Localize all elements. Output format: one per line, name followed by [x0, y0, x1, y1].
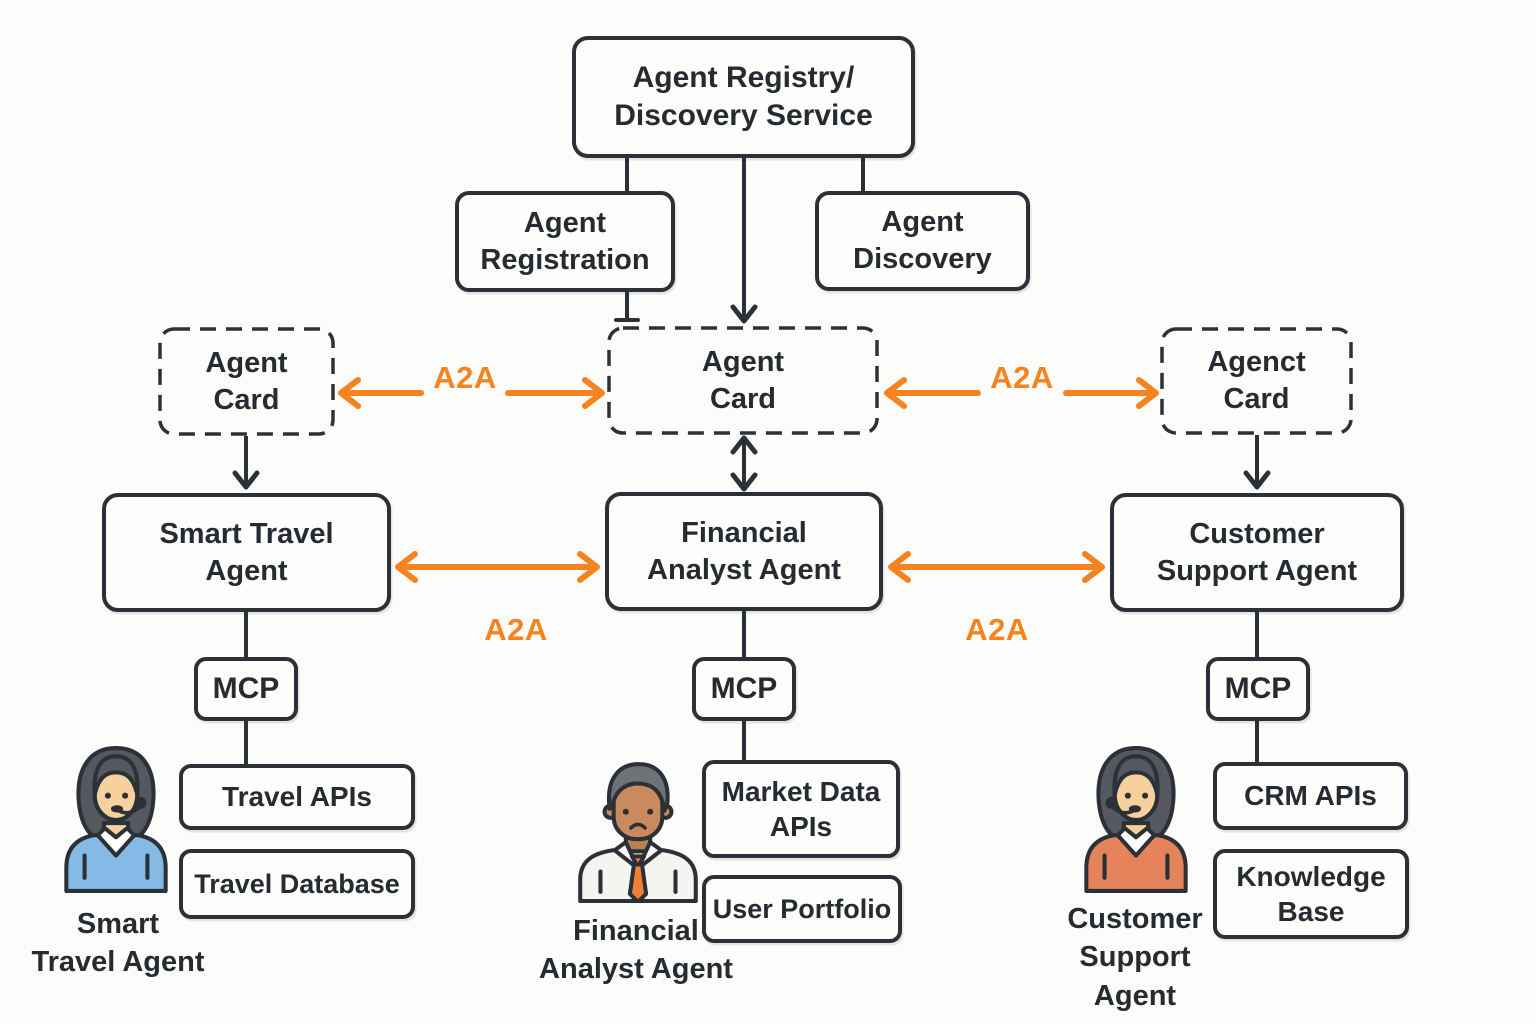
orange-arrowhead-left-icon — [888, 551, 911, 583]
smart-travel-agent-caption: Smart Travel Agent — [31, 908, 205, 979]
financial-analyst-agent-label: Financial Analyst Agent — [647, 516, 841, 586]
mcp-left-label: MCP — [212, 672, 280, 706]
customer-support-agent-avatar — [1080, 742, 1192, 894]
agent-card-right-label: Agenct Card — [1207, 346, 1306, 415]
agent-registration-label: Agent Registration — [480, 206, 650, 276]
mcp-center-box: MCP — [692, 657, 796, 721]
travel-apis-box: Travel APIs — [179, 764, 415, 830]
mcp-right-box: MCP — [1206, 657, 1310, 721]
a2a-label-cards-left: A2A — [433, 360, 497, 395]
agent-registry-label: Agent Registry/ Discovery Service — [614, 61, 873, 132]
mcp-right-label: MCP — [1224, 672, 1292, 706]
agent-card-right-box: Agenct Card — [1160, 327, 1353, 435]
orange-arrowhead-right-icon — [582, 377, 605, 409]
travel-database-label: Travel Database — [194, 868, 400, 899]
financial-analyst-agent-box: Financial Analyst Agent — [605, 492, 883, 611]
orange-arrowhead-left-icon — [884, 377, 907, 409]
crm-apis-label: CRM APIs — [1244, 780, 1377, 812]
agent-card-left-label: Agent Card — [205, 346, 288, 416]
crm-apis-box: CRM APIs — [1213, 762, 1408, 830]
arrowhead-down-icon — [730, 472, 758, 492]
travel-database-box: Travel Database — [179, 849, 415, 919]
arrowhead-down-icon — [730, 304, 758, 324]
agent-card-left-box: Agent Card — [158, 327, 335, 436]
arrowhead-down-icon — [232, 470, 260, 490]
market-data-apis-box: Market Data APIs — [702, 760, 900, 858]
orange-arrowhead-left-icon — [395, 551, 418, 583]
customer-support-agent-caption: Customer Support Agent — [1067, 903, 1203, 1012]
woman-headset-avatar-icon — [1084, 746, 1188, 893]
agent-discovery-label: Agent Discovery — [853, 206, 992, 275]
a2a-label-agents-left: A2A — [484, 612, 548, 647]
orange-arrowhead-right-icon — [577, 551, 600, 583]
arrowhead-down-icon — [1243, 470, 1271, 490]
mcp-left-box: MCP — [194, 657, 298, 721]
user-portfolio-label: User Portfolio — [712, 893, 892, 924]
financial-analyst-agent-caption: Financial Analyst Agent — [539, 915, 733, 986]
agent-registry-box: Agent Registry/ Discovery Service — [572, 36, 915, 158]
dashed-border — [158, 327, 335, 436]
customer-support-agent-label: Customer Support Agent — [1156, 517, 1358, 587]
financial-analyst-agent-avatar — [572, 756, 704, 903]
knowledge-base-box: Knowledge Base — [1213, 849, 1409, 939]
mcp-center-label: MCP — [710, 672, 778, 706]
user-portfolio-box: User Portfolio — [702, 875, 902, 943]
smart-travel-agent-box: Smart Travel Agent — [102, 493, 391, 612]
a2a-label-agents-right: A2A — [965, 612, 1029, 647]
agent-card-center-box: Agent Card — [607, 326, 879, 435]
dashed-border — [1160, 327, 1353, 435]
orange-arrowhead-right-icon — [1082, 551, 1105, 583]
agent-card-center-label: Agent Card — [701, 345, 785, 415]
market-data-apis-label: Market Data APIs — [721, 775, 881, 842]
agent-registration-box: Agent Registration — [455, 191, 675, 292]
orange-arrowhead-right-icon — [1136, 377, 1159, 409]
man-tie-avatar-icon — [578, 762, 698, 903]
orange-arrowhead-left-icon — [338, 377, 361, 409]
knowledge-base-label: Knowledge Base — [1236, 860, 1386, 927]
smart-travel-agent-avatar — [60, 742, 172, 894]
customer-support-agent-box: Customer Support Agent — [1110, 493, 1404, 612]
dashed-border — [607, 326, 879, 435]
a2a-label-cards-right: A2A — [990, 360, 1054, 395]
arrowhead-up-icon — [730, 435, 758, 455]
agent-discovery-box: Agent Discovery — [815, 191, 1030, 291]
travel-apis-label: Travel APIs — [222, 781, 372, 813]
smart-travel-agent-label: Smart Travel Agent — [159, 517, 334, 587]
woman-headset-avatar-icon — [64, 746, 168, 893]
